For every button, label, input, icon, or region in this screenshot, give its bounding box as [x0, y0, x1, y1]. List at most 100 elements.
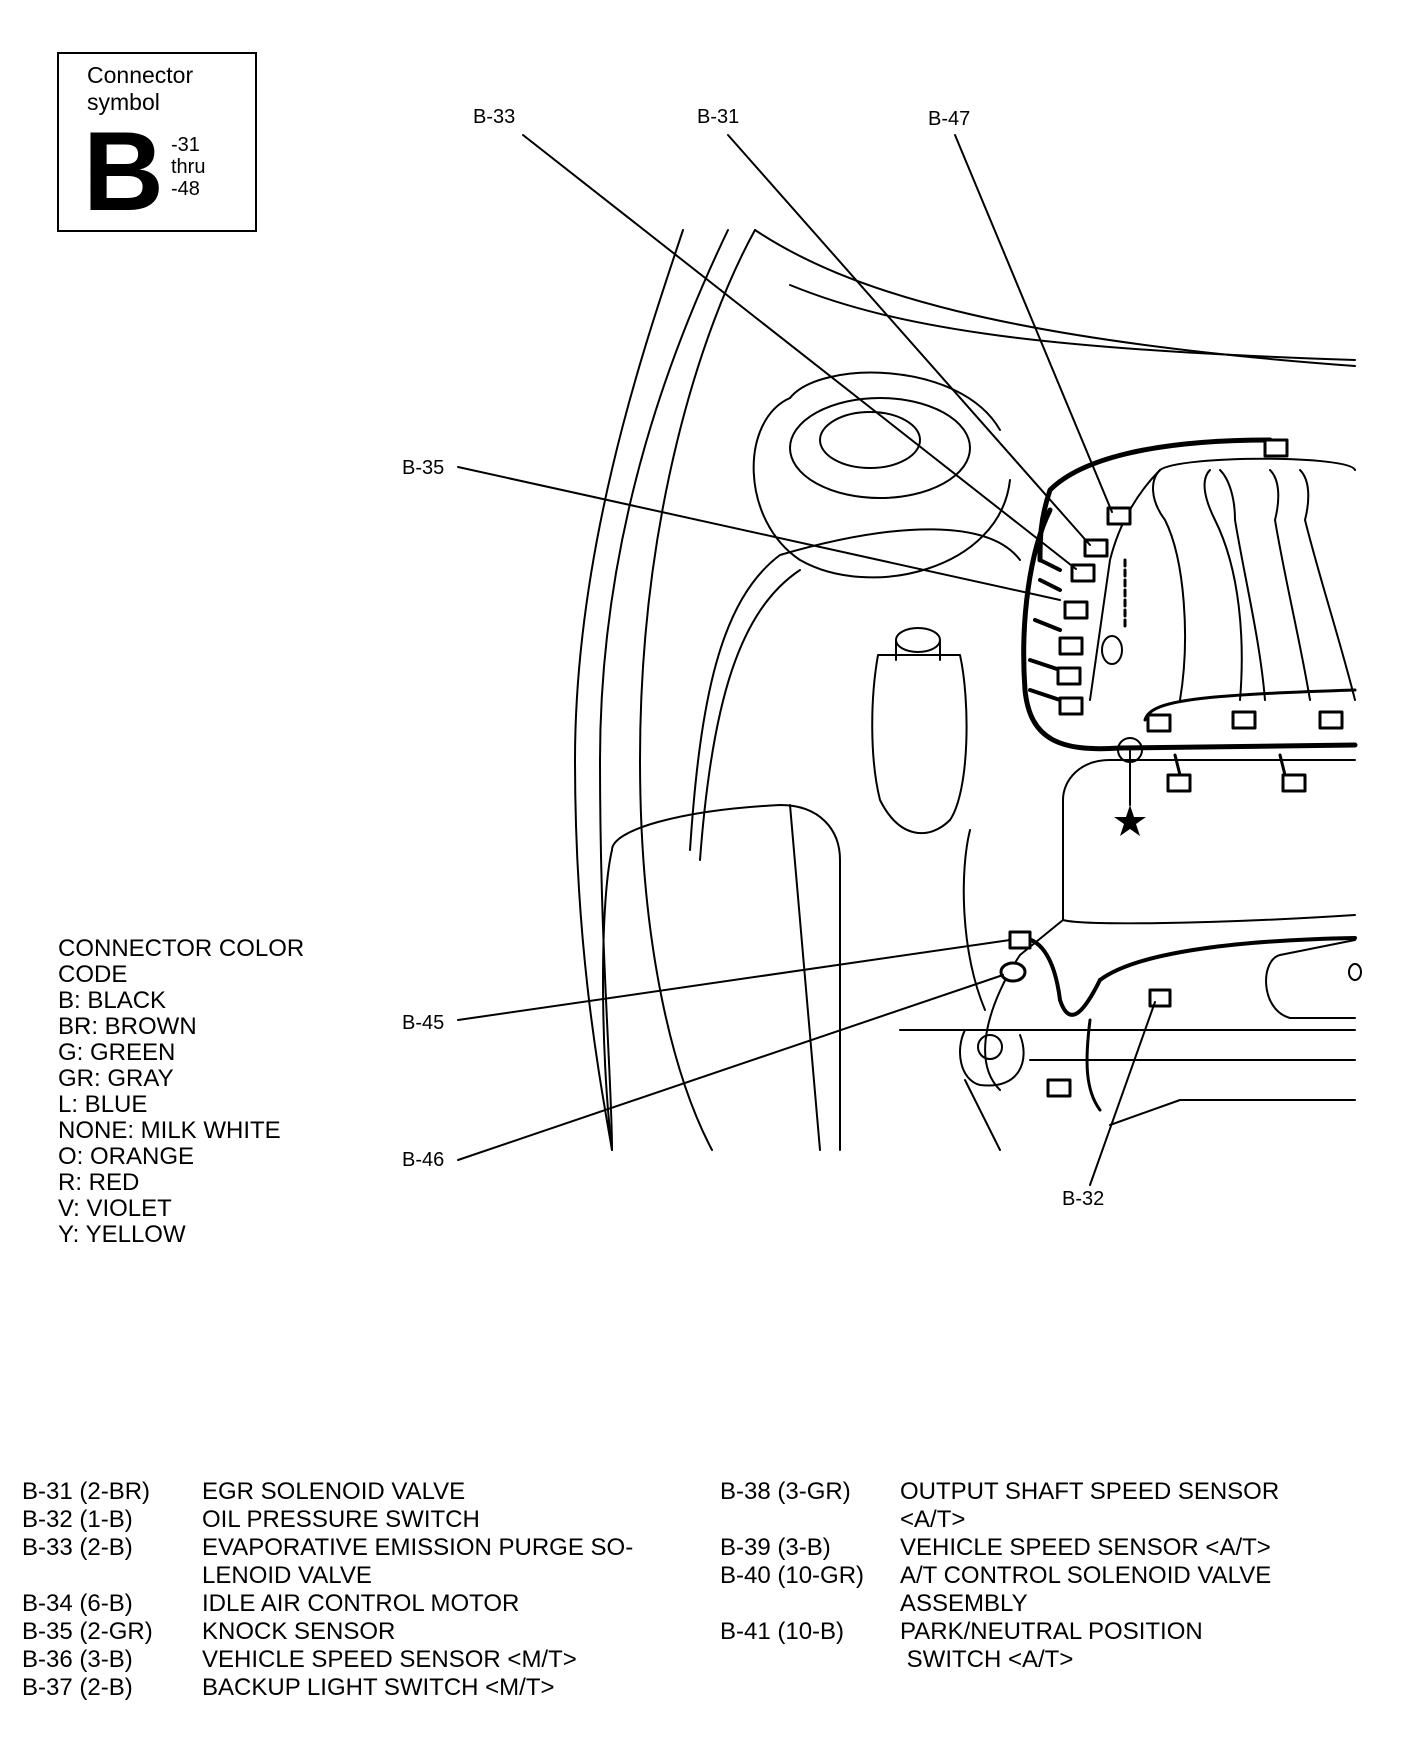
harness-lower [1098, 936, 1357, 982]
sensor-plug [1101, 635, 1123, 665]
inner-fender-lower [689, 528, 1021, 851]
color-code-item: R: RED [58, 1169, 140, 1196]
fender-outline [574, 229, 684, 1151]
color-code-item: B: BLACK [58, 987, 167, 1014]
battery-outline [611, 804, 841, 1151]
inner-fender-lower [699, 569, 801, 861]
symbol-range-line: -31 [171, 134, 200, 156]
fender-outline [639, 229, 756, 1151]
connector [1058, 696, 1084, 716]
bracket [964, 1079, 1001, 1151]
engine-block [1062, 799, 1356, 925]
legend-desc: IDLE AIR CONTROL MOTOR [202, 1590, 520, 1617]
reservoir-cap [895, 627, 941, 653]
harness-branch [1173, 753, 1287, 777]
leader-line-b45 [457, 939, 1011, 1021]
ground-point [1117, 737, 1143, 763]
intake-runner [1219, 469, 1266, 701]
legend-desc: OUTPUT SHAFT SPEED SENSOR <A/T> [900, 1478, 1280, 1533]
callout-b32: B-32 [1062, 1188, 1105, 1210]
connector [1281, 773, 1307, 793]
legend-code: B-38 (3-GR) [720, 1478, 851, 1505]
harness-branch [1143, 688, 1357, 722]
color-code-item: G: GREEN [58, 1039, 176, 1066]
color-code-item: BR: BROWN [58, 1013, 197, 1040]
leader-line-b31 [727, 134, 1091, 546]
color-code-item: L: BLUE [58, 1091, 148, 1118]
legend-code: B-36 (3-B) [22, 1646, 133, 1673]
connector-symbol-range: -31 thru -48 [171, 134, 205, 200]
legend-code: B-41 (10-B) [720, 1618, 845, 1645]
color-code-item: O: ORANGE [58, 1143, 195, 1170]
legend-desc: PARK/NEUTRAL POSITION SWITCH <A/T> [900, 1618, 1203, 1673]
strut-cap [819, 411, 921, 469]
connector-b47 [1106, 506, 1132, 526]
strut-top [789, 397, 971, 499]
connector-b32 [1148, 988, 1172, 1008]
battery-outline [789, 804, 821, 1151]
bracket [959, 1029, 1025, 1087]
leader-line-b32 [1089, 1001, 1156, 1186]
inner-fender [789, 371, 1001, 431]
callout-b46: B-46 [402, 1149, 445, 1171]
legend-desc: BACKUP LIGHT SWITCH <M/T> [202, 1674, 555, 1701]
leader-line-b33 [522, 134, 1077, 570]
intake-runner [1152, 469, 1186, 701]
intake-runner [1299, 469, 1356, 701]
connector [1263, 438, 1289, 458]
fender-outline [599, 229, 729, 1151]
callout-b35: B-35 [402, 457, 445, 479]
reservoir-neck [895, 639, 941, 661]
legend-desc: A/T CONTROL SOLENOID VALVE ASSEMBLY [900, 1562, 1272, 1617]
callout-b45: B-45 [402, 1012, 445, 1034]
legend-desc: VEHICLE SPEED SENSOR <M/T> [202, 1646, 577, 1673]
connector-symbol-box: Connector symbol B -31 thru -48 [57, 52, 257, 232]
engine-block [1062, 759, 1356, 801]
color-code-item: GR: GRAY [58, 1065, 174, 1092]
symbol-range-line: -48 [171, 178, 200, 200]
reservoir-outline [871, 654, 968, 834]
connector-b45 [1008, 930, 1032, 950]
connector [1231, 710, 1257, 730]
legend-code: B-35 (2-GR) [22, 1618, 153, 1645]
legend-code: B-31 (2-BR) [22, 1478, 151, 1505]
lower-pipe [1265, 954, 1356, 1019]
connector [1166, 773, 1192, 793]
leader-line-b47 [954, 134, 1113, 513]
strut-tower-outline [752, 397, 1011, 579]
connector-b46 [999, 961, 1027, 983]
callout-b31: B-31 [697, 106, 740, 128]
legend-desc: OIL PRESSURE SWITCH [202, 1506, 480, 1533]
connector-symbol-title: Connector symbol [87, 62, 193, 116]
harness [1021, 507, 1358, 752]
color-code-item: V: VIOLET [58, 1195, 172, 1222]
symbol-range-line: thru [171, 156, 206, 178]
legend-code: B-39 (3-B) [720, 1534, 831, 1561]
leader-line-b46 [457, 974, 1004, 1161]
connector [1318, 710, 1344, 730]
harness-lower [1085, 1018, 1102, 1112]
legend-code: B-32 (1-B) [22, 1506, 133, 1533]
connector [1063, 600, 1089, 620]
color-code-title: CODE [58, 961, 128, 988]
symbol-title-line: symbol [87, 89, 160, 115]
harness [1028, 558, 1062, 702]
callout-b47: B-47 [928, 108, 971, 130]
intake-runner [1203, 469, 1243, 701]
legend-code: B-37 (2-B) [22, 1674, 133, 1701]
color-code-item: NONE: MILK WHITE [58, 1117, 281, 1144]
connector-b33 [1070, 563, 1096, 583]
bracket-hole [977, 1034, 1003, 1060]
legend-desc: VEHICLE SPEED SENSOR <A/T> [900, 1534, 1271, 1561]
intake-plenum [1159, 457, 1356, 471]
connector [1046, 1078, 1072, 1098]
legend-code: B-40 (10-GR) [720, 1562, 865, 1589]
connector-color-code: CONNECTOR COLOR CODE B: BLACK BR: BROWN … [58, 936, 304, 1248]
leader-line-b35 [457, 466, 1061, 601]
legend-desc: EGR SOLENOID VALVE [202, 1478, 466, 1505]
color-code-title: CONNECTOR COLOR [58, 935, 305, 962]
harness-lower [1008, 936, 1102, 1017]
frame-rail [899, 1029, 1356, 1061]
connector [1146, 713, 1172, 733]
